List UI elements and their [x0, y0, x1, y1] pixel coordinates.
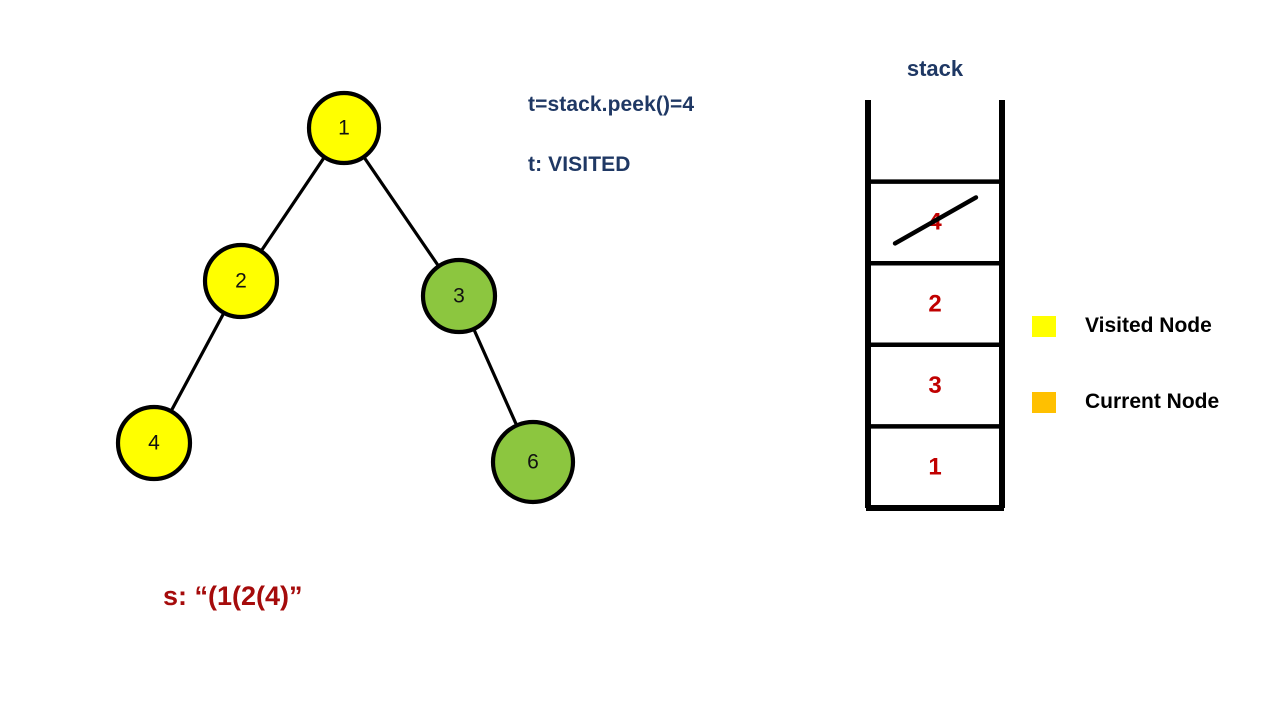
tree-node-circle-6: [490, 419, 576, 505]
tree-node-label-4: 4: [148, 432, 160, 455]
stack-title: stack: [906, 56, 964, 81]
annotation-stack-peek: t=stack.peek()=4: [528, 93, 695, 116]
tree-edge-3-6: [470, 324, 520, 430]
traversal-string: s: “(1(2(4)”: [163, 581, 303, 611]
stack-cell-empty-0: [868, 100, 1002, 182]
tree-node-label-6: 6: [527, 451, 539, 474]
annotation-node-state: t: VISITED: [528, 153, 631, 176]
tree-node-circle-3: [420, 257, 498, 335]
stack-cell-strikethrough-1: [892, 195, 979, 246]
tree-node-circle-2: [202, 242, 280, 320]
tree-node-6[interactable]: 6: [490, 419, 576, 505]
stack-cell-label-2: 2: [928, 290, 941, 317]
stack-cell-label-3: 3: [928, 372, 941, 399]
tree-node-layer: 1 2 3 4 6: [115, 90, 576, 505]
tree-node-label-1: 1: [338, 117, 350, 140]
tree-edge-layer: [168, 152, 520, 430]
legend-label-1: Visited Node: [1085, 314, 1212, 337]
tree-node-label-3: 3: [453, 285, 465, 308]
tree-node-1[interactable]: 1: [306, 90, 382, 166]
tree-node-label-2: 2: [235, 270, 247, 293]
legend-swatch-2: [1032, 391, 1056, 413]
tree-edge-1-2: [257, 152, 328, 256]
legend-label-2: Current Node: [1085, 390, 1220, 413]
tree-edge-1-3: [360, 152, 442, 271]
tree-node-2[interactable]: 2: [202, 242, 280, 320]
stack-cell-label-4: 1: [928, 454, 941, 481]
legend-swatch-1: [1032, 315, 1056, 337]
tree-node-4[interactable]: 4: [115, 404, 193, 482]
tree-node-3[interactable]: 3: [420, 257, 498, 335]
legend-row-2: Current Node: [1032, 386, 1272, 418]
legend-row-1: Visited Node: [1032, 310, 1272, 342]
tree-edge-2-4: [168, 308, 227, 416]
tree-node-circle-4: [115, 404, 193, 482]
tree-node-circle-1: [306, 90, 382, 166]
